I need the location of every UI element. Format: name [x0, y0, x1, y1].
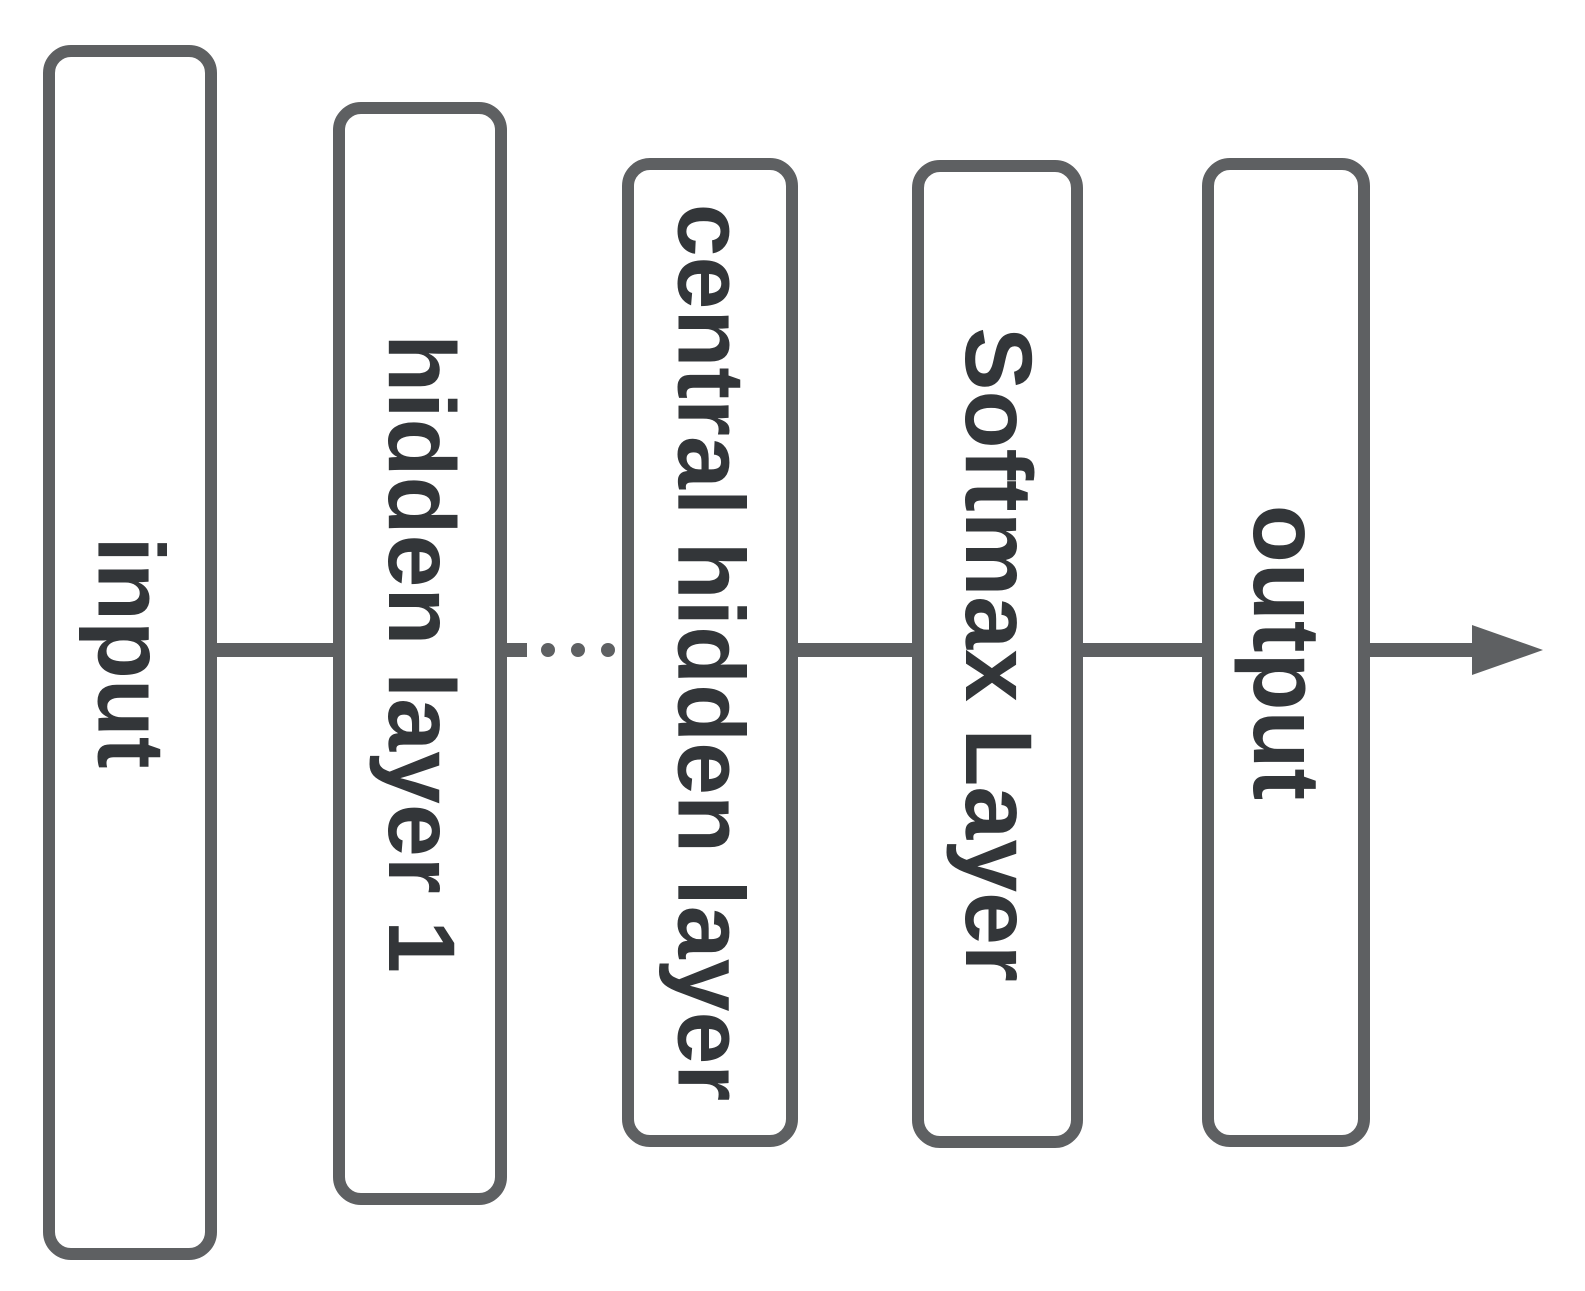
connector-output-arrow-shaft: [1368, 643, 1474, 657]
layer-label-output: output: [1233, 504, 1340, 801]
layer-box-central-hidden-layer: central hidden layer: [622, 158, 798, 1147]
layer-box-output: output: [1202, 158, 1370, 1147]
layer-label-hidden-layer-1: hidden layer 1: [367, 334, 474, 973]
connector-input-to-hidden1: [215, 643, 335, 657]
layer-label-input: input: [77, 536, 184, 769]
connector-dot-2: [571, 643, 585, 657]
connector-dot-1: [541, 643, 555, 657]
connector-softmax-to-output: [1081, 643, 1204, 657]
connector-dotted-stub: [505, 643, 527, 657]
layer-box-softmax-layer: Softmax Layer: [912, 160, 1083, 1148]
connector-dot-3: [601, 643, 615, 657]
arrowhead-icon: [1472, 625, 1543, 675]
layer-box-input: input: [43, 45, 217, 1260]
layer-box-hidden-layer-1: hidden layer 1: [333, 102, 507, 1205]
layer-label-central-hidden-layer: central hidden layer: [657, 203, 764, 1102]
connector-central-to-softmax: [796, 643, 914, 657]
layer-label-softmax-layer: Softmax Layer: [945, 326, 1052, 982]
